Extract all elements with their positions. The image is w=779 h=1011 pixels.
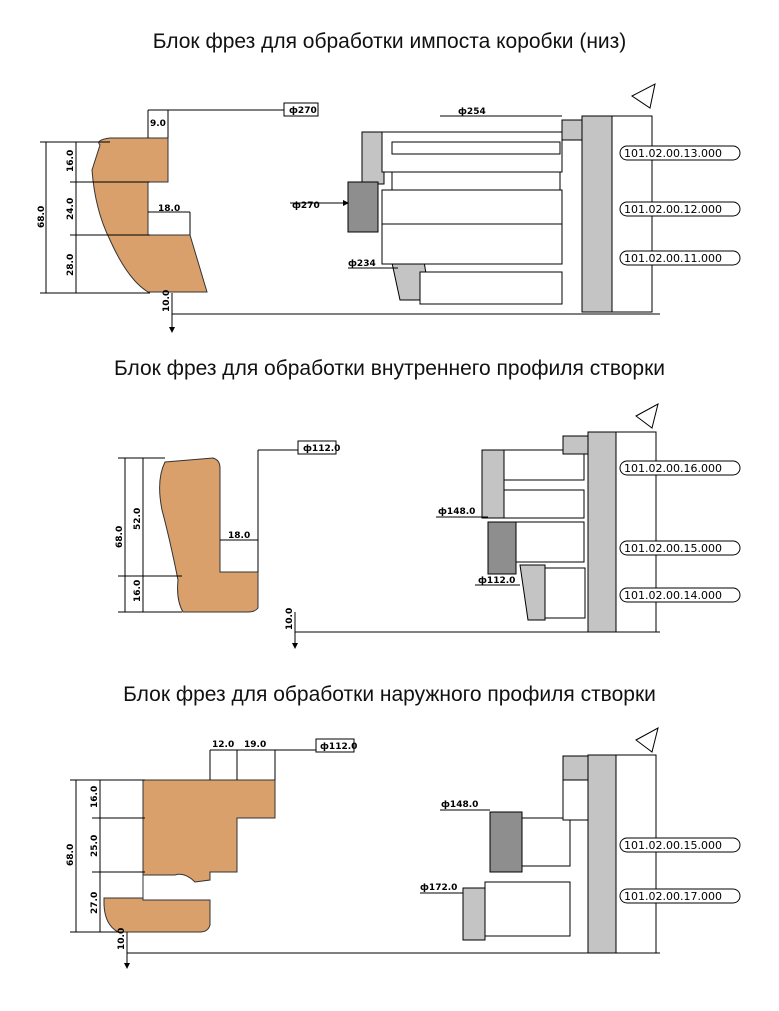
code2-0: 101.02.00.16.000	[624, 462, 722, 475]
asm2-dia-a: ф148.0	[438, 507, 475, 517]
asm3-dia-a: ф148.0	[441, 800, 478, 810]
dim2-w-mid: 18.0	[228, 531, 250, 541]
asm1-dia-c: ф234	[348, 259, 376, 269]
dim3-w1: 12.0	[212, 740, 234, 750]
section3-title: Блок фрез для обработки наружного профил…	[123, 683, 656, 706]
section2-profile-drawing	[118, 449, 660, 649]
dim1-w-top: 9.0	[150, 119, 166, 129]
dim3-dia-top: ф112.0	[320, 742, 357, 752]
dim3-w2: 19.0	[244, 740, 266, 750]
section2-title: Блок фрез для обработки внутреннего проф…	[113, 357, 666, 380]
dim1-dia-top: ф270	[289, 106, 317, 116]
asm2-dia-b: ф112.0	[478, 576, 515, 586]
dim1-offset: 10.0	[162, 290, 172, 312]
dim3-total-h: 68.0	[66, 844, 76, 866]
dim3-h2: 25.0	[90, 835, 100, 857]
section1-dia-box	[283, 102, 319, 117]
section2-dia-box	[297, 440, 337, 455]
code1-2: 101.02.00.11.000	[624, 252, 722, 265]
code2-2: 101.02.00.14.000	[624, 589, 722, 602]
code3-0: 101.02.00.15.000	[624, 839, 722, 852]
asm1-dia-a: ф254	[458, 107, 486, 117]
dim1-total-h: 68.0	[37, 206, 47, 228]
section3-profile-shape	[103, 779, 276, 933]
dim3-offset: 10.0	[117, 928, 127, 950]
code3-1: 101.02.00.17.000	[624, 890, 722, 903]
asm3-dia-b: ф172.0	[420, 883, 457, 893]
dim3-h3: 27.0	[90, 892, 100, 914]
dim1-h3: 28.0	[66, 254, 76, 276]
asm1-dia-b: ф270	[292, 201, 320, 211]
code2-1: 101.02.00.15.000	[624, 542, 722, 555]
dim2-total-h: 68.0	[115, 526, 125, 548]
dim3-h1: 16.0	[90, 786, 100, 808]
section3-profile-drawing	[70, 749, 660, 969]
section1-profile-shape	[91, 137, 208, 293]
dim1-w-mid: 18.0	[158, 204, 180, 214]
section3-assembly	[420, 727, 659, 954]
section2-profile-shape	[159, 457, 259, 613]
dim1-h1: 16.0	[66, 150, 76, 172]
dim2-dia-top: ф112.0	[303, 444, 340, 454]
dim1-h2: 24.0	[66, 198, 76, 220]
section1-profile-drawing	[40, 109, 660, 333]
section1-assembly	[290, 83, 656, 313]
dim2-h2: 16.0	[133, 580, 143, 602]
section3-dia-box	[315, 738, 355, 753]
section2-code-labels	[619, 460, 741, 603]
section1-code-labels	[619, 145, 741, 266]
dim2-h1: 52.0	[133, 508, 143, 530]
code1-1: 101.02.00.12.000	[624, 203, 722, 216]
dim2-offset: 10.0	[285, 608, 295, 630]
section1-title: Блок фрез для обработки импоста коробки …	[152, 30, 627, 53]
section3-code-labels	[619, 837, 741, 904]
code1-0: 101.02.00.13.000	[624, 147, 722, 160]
